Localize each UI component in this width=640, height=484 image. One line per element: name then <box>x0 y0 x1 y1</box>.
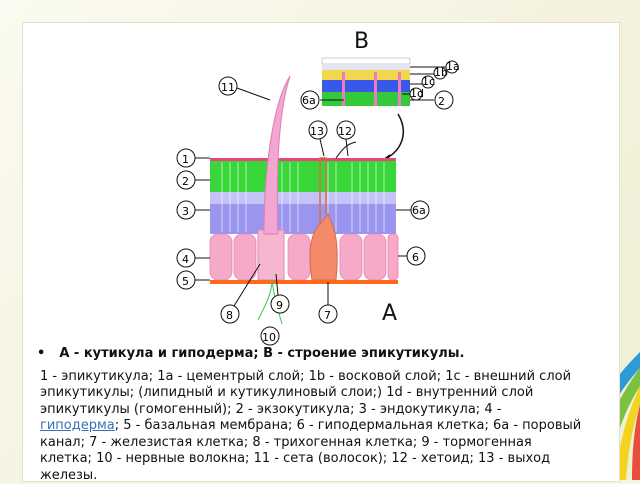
callout-7: 7 <box>319 282 337 323</box>
svg-text:5: 5 <box>182 275 189 288</box>
callout-3: 3 <box>177 201 210 219</box>
callout-11: 11 <box>219 77 270 100</box>
legend-text-part2: ; 5 - базальная мембрана; 6 - гиподермал… <box>40 418 581 483</box>
svg-text:1a: 1a <box>446 60 460 73</box>
callout-6a-a: 6a <box>396 201 429 219</box>
callout-5: 5 <box>177 271 210 289</box>
svg-text:2: 2 <box>182 175 189 188</box>
svg-text:7: 7 <box>324 309 331 322</box>
svg-text:2: 2 <box>438 95 445 108</box>
svg-text:11: 11 <box>221 81 235 94</box>
svg-text:6: 6 <box>412 251 419 264</box>
caption-legend: 1 - эпикутикула; 1а - цементрый слой; 1b… <box>40 369 584 484</box>
cuticle-diagram: B 1a 1b 1c 1d 2 6a <box>160 24 450 344</box>
callout-13: 13 <box>309 121 327 156</box>
callout-1: 1 <box>177 149 210 167</box>
svg-text:12: 12 <box>338 125 352 138</box>
caption: • А - кутикула и гиподерма; В - строение… <box>28 346 584 484</box>
caption-title-text: А - кутикула и гиподерма; В - строение э… <box>59 346 464 363</box>
caption-title: • А - кутикула и гиподерма; В - строение… <box>28 346 584 363</box>
svg-text:3: 3 <box>182 205 189 218</box>
svg-text:1: 1 <box>182 153 189 166</box>
svg-text:9: 9 <box>276 299 283 312</box>
svg-text:8: 8 <box>226 309 233 322</box>
callout-6: 6 <box>398 247 425 265</box>
bullet-icon: • <box>37 346 45 363</box>
callout-12: 12 <box>337 121 355 156</box>
legend-text-part1: 1 - эпикутикула; 1а - цементрый слой; 1b… <box>40 369 571 417</box>
svg-text:13: 13 <box>310 125 324 138</box>
hypodermis-link[interactable]: гиподерма <box>40 418 115 433</box>
svg-text:4: 4 <box>182 253 189 266</box>
svg-text:10: 10 <box>262 331 276 344</box>
svg-text:6a: 6a <box>302 94 316 107</box>
callout-10: 10 <box>261 327 279 345</box>
svg-text:1d: 1d <box>410 87 424 100</box>
cuticle-hypodermis-panel <box>210 76 398 324</box>
callout-4: 4 <box>177 249 210 267</box>
panel-a-label: A <box>382 301 397 326</box>
svg-text:6a: 6a <box>412 204 426 217</box>
callout-2: 2 <box>177 171 210 189</box>
epicuticle-structure-panel <box>322 58 410 106</box>
svg-text:1b: 1b <box>434 66 448 79</box>
panel-b-label: B <box>354 29 369 54</box>
